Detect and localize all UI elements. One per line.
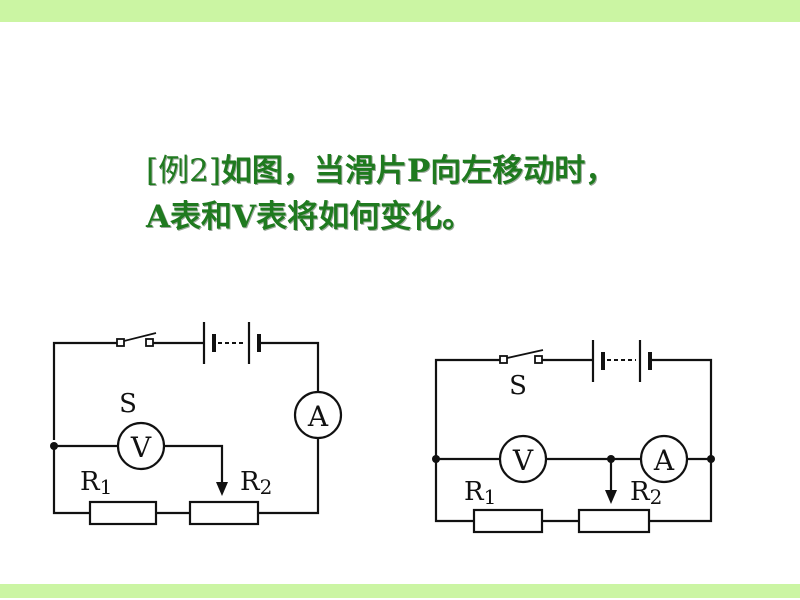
wire [434,358,500,460]
voltmeter: V [116,421,166,471]
voltmeter: V [498,434,548,484]
wire [258,438,320,515]
r1-label-main: R [80,467,101,497]
ammeter: A [639,434,689,484]
r2-label-sub: 2 [260,475,273,499]
voltmeter-label: V [130,431,152,464]
slider-arrow-icon [605,490,617,504]
voltmeter-label: V [512,444,534,477]
r2-label: R2 [240,467,272,499]
rheostat-r2 [188,500,260,526]
r2-label-main: R [630,477,651,507]
wire [434,459,474,523]
wire [649,358,713,523]
rheostat-r2 [577,508,651,534]
switch-label: S [119,389,137,419]
example-label: [例2] [146,153,221,189]
circuit-right: V A S R1 R2 [432,340,715,534]
slider-arrow-icon [216,482,228,496]
question-text: [例2]如图，当滑片P向左移动时， A表和V表将如何变化。 [146,148,746,240]
wire [164,444,224,488]
resistor-r1 [88,500,158,526]
ammeter-label: A [653,444,675,477]
switch-label: S [509,371,527,401]
r1-label-main: R [464,477,485,507]
wire [259,341,320,392]
ammeter: A [293,390,343,440]
switch-icon [499,349,544,364]
circuit-left: A V S R1 R2 [50,322,343,526]
r1-label: R1 [464,477,496,509]
r1-label-sub: 1 [484,485,497,509]
ammeter-label: A [307,400,329,433]
wire [52,341,117,440]
r2-label-main: R [240,467,261,497]
r1-label: R1 [80,467,112,499]
r1-label-sub: 1 [100,475,113,499]
r2-label-sub: 2 [650,485,663,509]
battery-icon [202,322,261,364]
bottom-banner [0,584,800,598]
question-line-1: [例2]如图，当滑片P向左移动时， [146,148,746,194]
battery-icon [591,340,652,382]
question-line-2: A表和V表将如何变化。 [146,199,474,235]
switch-icon [116,332,157,347]
resistor-r1 [472,508,544,534]
r2-label: R2 [630,477,662,509]
wire [52,446,90,515]
question-line-1-text: 如图，当滑片P向左移动时， [220,153,617,189]
top-banner [0,0,800,22]
